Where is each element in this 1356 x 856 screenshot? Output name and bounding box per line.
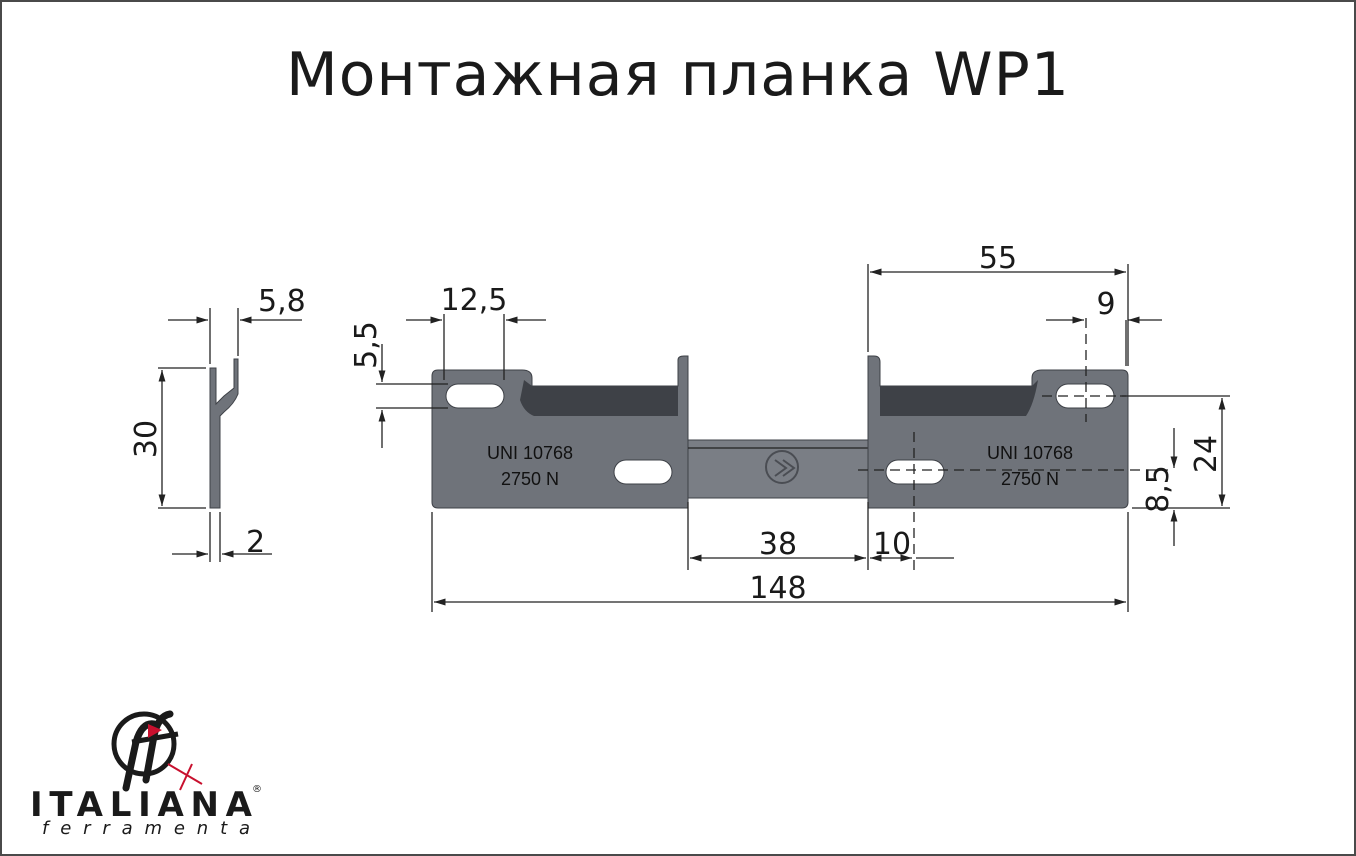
marking-right-line1: UNI 10768	[987, 443, 1073, 463]
dim-height-24: 24	[1189, 435, 1224, 473]
dim-side-height: 30	[129, 420, 164, 458]
brand-subline: ferramenta	[42, 818, 256, 839]
plate-right-channel	[880, 380, 1038, 416]
dim-right-span: 55	[979, 241, 1017, 276]
dim-side-thickness: 2	[246, 525, 265, 560]
slot-left-bottom	[613, 459, 673, 485]
dim-height-8-5: 8,5	[1141, 465, 1176, 513]
dim-right-slot: 9	[1096, 287, 1115, 322]
plate-left-channel	[520, 380, 678, 416]
dim-total-148: 148	[749, 571, 806, 606]
slot-left-top	[445, 383, 505, 409]
plate-left-wing	[431, 355, 689, 509]
marking-left-line1: UNI 10768	[487, 443, 573, 463]
dim-side-width: 5,8	[258, 284, 306, 319]
side-profile	[209, 358, 239, 509]
plate-center-emblem	[765, 450, 799, 484]
front-view: UNI 10768 2750 N UNI 10768 2750 N	[431, 318, 1168, 572]
brand-logo: ITALIANA ® ferramenta	[30, 710, 262, 839]
dim-slot-height: 5,5	[349, 321, 384, 369]
side-view: 30 5,8 2	[129, 284, 306, 562]
brand-mark-icon	[111, 710, 203, 792]
page-title: Монтажная планка WP1	[286, 40, 1070, 110]
dim-offset-10: 10	[873, 527, 911, 562]
slot-right-bottom	[885, 459, 945, 485]
dim-middle-38: 38	[759, 527, 797, 562]
brand-wordmark: ITALIANA	[30, 785, 253, 825]
front-dimensions: 12,5 5,5 55 9 24 8,5	[349, 241, 1230, 612]
marking-right-line2: 2750 N	[1001, 469, 1059, 489]
dim-slot-width: 12,5	[441, 283, 508, 318]
marking-left-line2: 2750 N	[501, 469, 559, 489]
plate-right-wing	[867, 355, 1129, 509]
plate-bridge	[687, 439, 869, 499]
brand-registered: ®	[252, 784, 262, 795]
